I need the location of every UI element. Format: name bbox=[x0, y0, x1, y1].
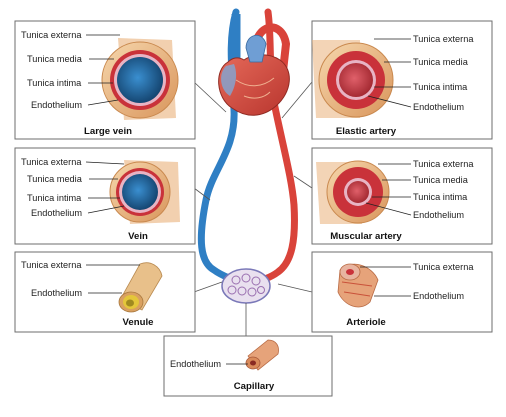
muscular-artery-label-externa: Tunica externa bbox=[413, 159, 474, 169]
elastic-artery-label-intima: Tunica intima bbox=[413, 82, 468, 92]
vein-label-endothelium: Endothelium bbox=[31, 208, 82, 218]
central-circulation bbox=[201, 12, 294, 303]
large-vein-label-intima: Tunica intima bbox=[27, 78, 82, 88]
muscular-artery-label-media: Tunica media bbox=[413, 175, 469, 185]
arteriole-title: Arteriole bbox=[346, 317, 385, 328]
large-vein-title: Large vein bbox=[84, 126, 132, 137]
vein-label-media: Tunica media bbox=[27, 174, 83, 184]
vein-title: Vein bbox=[128, 231, 148, 242]
vein-illustration bbox=[110, 160, 180, 224]
arteriole-label-externa: Tunica externa bbox=[413, 262, 474, 272]
large-vein-label-media: Tunica media bbox=[27, 54, 83, 64]
elastic-artery-label-endothelium: Endothelium bbox=[413, 102, 464, 112]
panel-arteriole: Tunica externa Endothelium Arteriole bbox=[312, 252, 492, 332]
elastic-artery-label-externa: Tunica externa bbox=[413, 34, 474, 44]
panel-capillary: Endothelium Capillary bbox=[164, 336, 332, 396]
capillary-title: Capillary bbox=[234, 381, 275, 392]
pulmonary-trunk bbox=[246, 35, 266, 62]
panel-vein: Tunica externa Tunica media Tunica intim… bbox=[15, 148, 195, 244]
arteriole-label-endothelium: Endothelium bbox=[413, 291, 464, 301]
large-vein-label-endothelium: Endothelium bbox=[31, 100, 82, 110]
large-vein-label-externa: Tunica externa bbox=[21, 30, 82, 40]
panel-muscular-artery: Tunica externa Tunica media Tunica intim… bbox=[312, 148, 492, 244]
muscular-artery-label-intima: Tunica intima bbox=[413, 192, 468, 202]
panel-large-vein: Tunica externa Tunica media Tunica intim… bbox=[15, 21, 195, 139]
vein-label-externa: Tunica externa bbox=[21, 157, 82, 167]
vein-label-intima: Tunica intima bbox=[27, 193, 82, 203]
muscular-artery-label-endothelium: Endothelium bbox=[413, 210, 464, 220]
elastic-artery-label-media: Tunica media bbox=[413, 57, 469, 67]
muscular-artery-illustration bbox=[316, 161, 389, 224]
capillary-label-endothelium: Endothelium bbox=[170, 359, 221, 369]
venule-label-endothelium: Endothelium bbox=[31, 288, 82, 298]
muscular-artery-title: Muscular artery bbox=[330, 231, 402, 242]
elastic-artery-title: Elastic artery bbox=[336, 126, 397, 137]
venule-title: Venule bbox=[123, 317, 154, 328]
panel-venule: Tunica externa Endothelium Venule bbox=[15, 252, 195, 332]
venule-label-externa: Tunica externa bbox=[21, 260, 82, 270]
panel-elastic-artery: Tunica externa Tunica media Tunica intim… bbox=[312, 21, 492, 139]
